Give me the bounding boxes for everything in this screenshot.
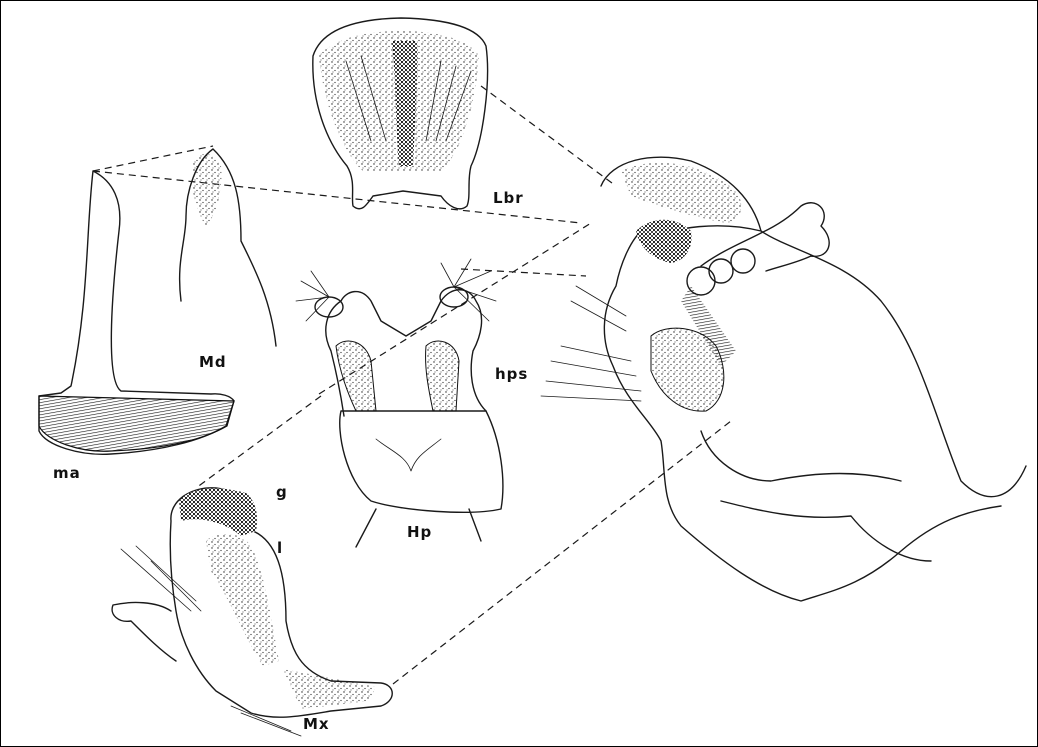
mandible-drawing: [39, 149, 276, 454]
label-mandible: Md: [199, 353, 227, 371]
label-labrum: Lbr: [493, 189, 524, 207]
label-galea: g: [276, 483, 288, 501]
label-hypopharynx: Hp: [407, 523, 432, 541]
maxilla-drawing: [112, 488, 392, 736]
labrum-drawing: [313, 18, 488, 209]
hypopharynx-drawing: [296, 259, 503, 547]
label-mandibular-articulation: ma: [53, 464, 81, 482]
head-drawing: [541, 157, 1026, 601]
label-maxilla: Mx: [303, 715, 330, 733]
label-lacinia: l: [277, 539, 283, 557]
label-hypopharyngeal-suspensorium: hps: [495, 365, 528, 383]
